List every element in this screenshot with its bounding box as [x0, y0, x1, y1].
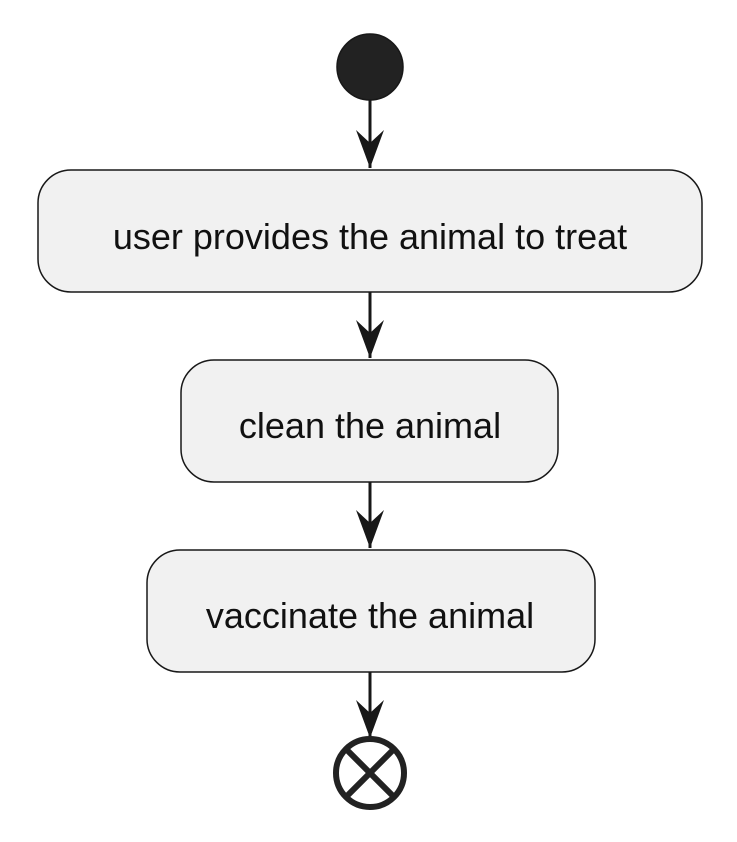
activity-node-3: vaccinate the animal: [146, 549, 596, 673]
flow-arrow-2-to-3: [356, 482, 384, 548]
flow-arrow-start-to-1: [356, 100, 384, 168]
flow-arrow-1-to-2: [356, 292, 384, 358]
activity-label-1: user provides the animal to treat: [113, 216, 627, 257]
start-node: [336, 33, 404, 101]
activity-label-2: clean the animal: [239, 405, 501, 446]
end-node: [333, 736, 407, 810]
activity-label-3: vaccinate the animal: [206, 595, 534, 636]
activity-node-1: user provides the animal to treat: [37, 169, 703, 293]
activity-node-2: clean the animal: [180, 359, 559, 483]
flow-arrow-3-to-end: [356, 672, 384, 738]
